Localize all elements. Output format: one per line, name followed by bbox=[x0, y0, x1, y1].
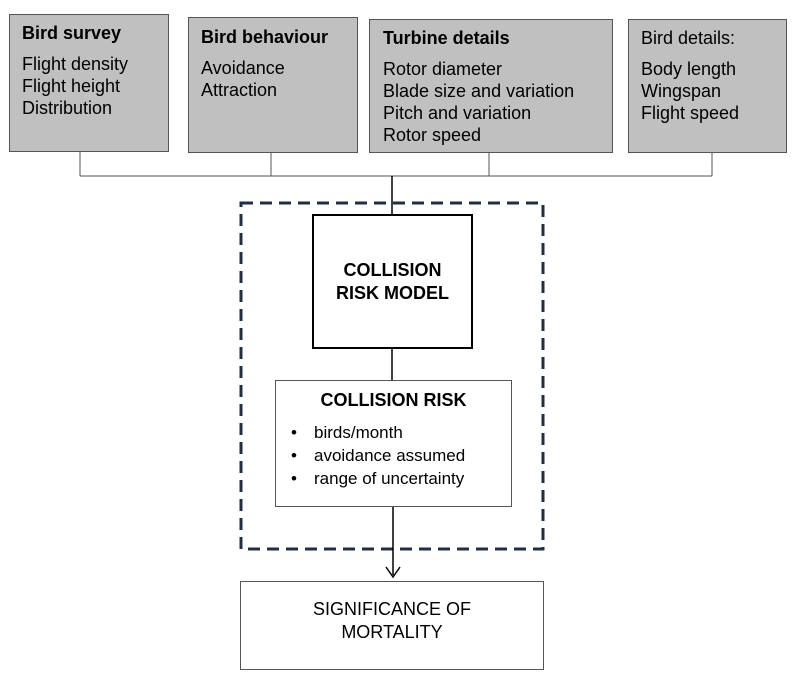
collision-risk-bullet: avoidance assumed bbox=[288, 444, 499, 467]
turbine-details-box: Turbine details Rotor diameter Blade siz… bbox=[369, 19, 613, 153]
arrowhead bbox=[385, 566, 401, 579]
bird-survey-item: Flight height bbox=[22, 76, 121, 96]
collision-risk-box: COLLISION RISK birds/month avoidance ass… bbox=[275, 380, 512, 507]
bird-survey-title: Bird survey bbox=[22, 23, 122, 43]
bird-details-item: Flight speed bbox=[641, 103, 740, 123]
collision-risk-bullet: range of uncertainty bbox=[288, 467, 499, 490]
collision-risk-bullet: birds/month bbox=[288, 421, 499, 444]
significance-label: SIGNIFICANCE OF MORTALITY bbox=[313, 598, 471, 654]
bird-survey-item: Distribution bbox=[22, 98, 113, 118]
bird-details-item: Wingspan bbox=[641, 81, 722, 101]
significance-line-2: MORTALITY bbox=[341, 621, 443, 642]
model-boundary-dashed bbox=[239, 201, 545, 551]
bird-behaviour-item: Attraction bbox=[201, 80, 278, 100]
significance-line-1: SIGNIFICANCE OF bbox=[312, 598, 471, 619]
bird-behaviour-title: Bird behaviour bbox=[201, 27, 329, 47]
turbine-details-item: Blade size and variation bbox=[383, 81, 575, 101]
bird-behaviour-box: Bird behaviour Avoidance Attraction bbox=[188, 17, 358, 153]
bird-survey-box: Bird survey Flight density Flight height… bbox=[9, 14, 169, 152]
turbine-details-title: Turbine details bbox=[383, 28, 510, 48]
turbine-details-item: Pitch and variation bbox=[383, 103, 532, 123]
collision-risk-model-label: COLLISION RISK MODEL bbox=[336, 259, 449, 305]
collision-risk-title: COLLISION RISK bbox=[320, 390, 467, 410]
bird-survey-item: Flight density bbox=[22, 54, 129, 74]
model-label-line-1: COLLISION bbox=[343, 259, 442, 280]
turbine-details-item: Rotor speed bbox=[383, 125, 482, 145]
bird-details-item: Body length bbox=[641, 59, 737, 79]
turbine-details-item: Rotor diameter bbox=[383, 59, 503, 79]
collision-risk-model-box: COLLISION RISK MODEL bbox=[312, 214, 473, 349]
bird-behaviour-item: Avoidance bbox=[201, 58, 285, 78]
collision-risk-list: birds/month avoidance assumed range of u… bbox=[288, 421, 499, 490]
model-label-line-2: RISK MODEL bbox=[335, 282, 449, 303]
significance-of-mortality-box: SIGNIFICANCE OF MORTALITY bbox=[240, 581, 544, 670]
bird-details-box: Bird details: Body length Wingspan Fligh… bbox=[628, 19, 787, 153]
bird-details-title: Bird details: bbox=[641, 28, 736, 48]
